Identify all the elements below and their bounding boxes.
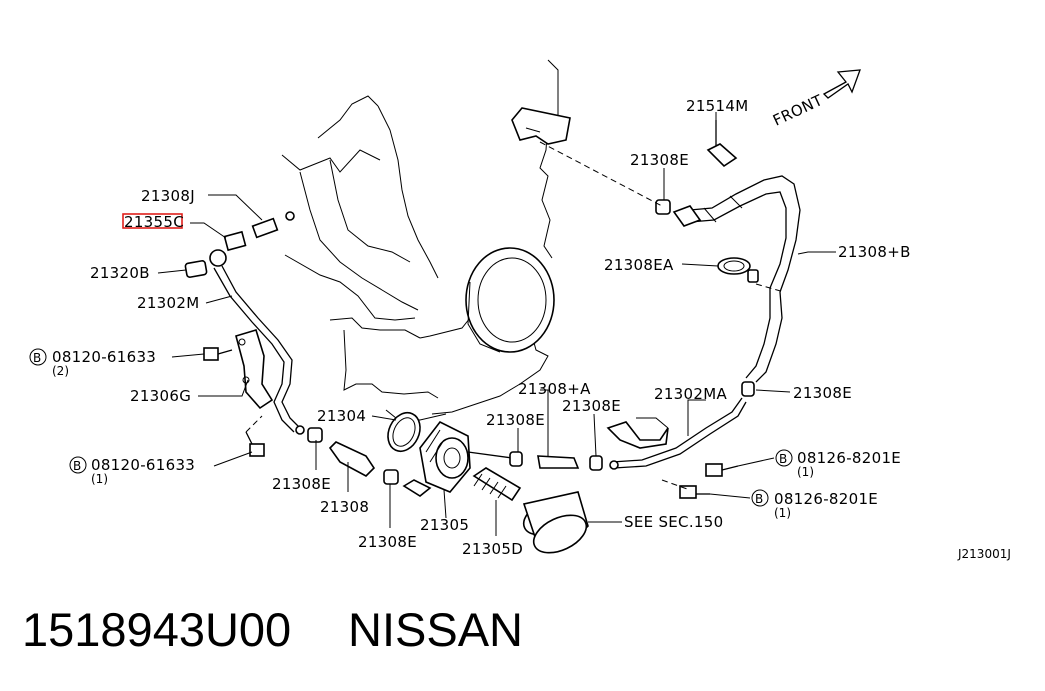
bolt-symbol-icon (69, 456, 87, 474)
label-bolt-left-bottom[interactable]: 08120-61633 (91, 456, 195, 474)
oil-cooler-21305 (419, 420, 471, 493)
caption: 1518943U00 NISSAN (22, 603, 523, 656)
bolt-symbol-letter: B (73, 459, 81, 473)
leader-lines (157, 112, 836, 536)
part-number: 1518943U00 (22, 603, 291, 656)
bolt-symbol-icon (751, 489, 769, 507)
sensor-21355C (223, 230, 247, 252)
upper-engine-bracket (511, 107, 571, 145)
bolt-symbol-letter: B (755, 492, 763, 506)
plug-21320B (184, 260, 208, 278)
leader-dash-upper (539, 141, 663, 207)
label-front: FRONT (770, 91, 826, 130)
pipe-21302MA (606, 397, 747, 470)
fitting-21308J (251, 211, 295, 239)
pipe-21302M (209, 249, 305, 435)
label-21308E-f[interactable]: 21308E (630, 151, 689, 169)
label-21308E-d[interactable]: 21308E (562, 397, 621, 415)
bracket-21306G (235, 329, 274, 410)
bolt-right-top (705, 463, 739, 477)
clamp-21308E-right (741, 381, 755, 397)
label-bolt-right-top-qty: (1) (797, 465, 814, 479)
label-bolt-right-bottom[interactable]: 08126-8201E (774, 490, 878, 508)
label-21304[interactable]: 21304 (317, 407, 366, 425)
hose-21308A (467, 451, 603, 471)
bolt-symbol-icon (775, 449, 793, 467)
diagram-code: J213001J (957, 547, 1011, 561)
label-bolt-left-top-qty: (2) (52, 364, 69, 378)
hose-21308B (672, 175, 801, 383)
label-21308[interactable]: 21308 (320, 498, 369, 516)
label-21308E-e[interactable]: 21308E (793, 384, 852, 402)
highlight-box (122, 213, 183, 229)
label-21302MA[interactable]: 21302MA (654, 385, 727, 403)
label-21308E-a[interactable]: 21308E (272, 475, 331, 493)
label-bolt-left-bottom-qty: (1) (91, 472, 108, 486)
crank-pulley (465, 247, 555, 353)
label-21302M[interactable]: 21302M (137, 294, 199, 312)
label-bolt-right-top[interactable]: 08126-8201E (797, 449, 901, 467)
label-21308EA[interactable]: 21308EA (604, 256, 674, 274)
label-see-sec[interactable]: SEE SEC.150 (624, 513, 723, 531)
label-21308E-c[interactable]: 21308E (486, 411, 545, 429)
hose-21308 (307, 427, 432, 497)
connector-21305D (472, 467, 522, 502)
label-21308A[interactable]: 21308+A (518, 380, 591, 398)
bolt-right-bottom (661, 479, 710, 499)
bolt-symbol-icon (29, 348, 47, 366)
label-21514M[interactable]: 21514M (686, 97, 748, 115)
label-bolt-right-bottom-qty: (1) (774, 506, 791, 520)
clamp-21308E-upper (655, 199, 671, 215)
bolt-symbol-letter: B (33, 351, 41, 365)
brand-name: NISSAN (348, 603, 523, 656)
bolt-upper-left (203, 347, 233, 361)
oil-filter (522, 491, 589, 554)
label-21306G[interactable]: 21306G (130, 387, 191, 405)
label-bolt-left-top[interactable]: 08120-61633 (52, 348, 156, 366)
bracket-21514M (706, 120, 738, 168)
bolt-lower-left (245, 415, 265, 457)
front-arrow-icon (822, 69, 861, 99)
label-21308B[interactable]: 21308+B (838, 243, 911, 261)
leader-dash-middle (755, 283, 785, 293)
label-21308J[interactable]: 21308J (141, 187, 195, 205)
label-21308E-b[interactable]: 21308E (358, 533, 417, 551)
gasket-21304 (387, 411, 421, 453)
label-21355C[interactable]: 21355C (124, 213, 184, 231)
label-21305[interactable]: 21305 (420, 516, 469, 534)
label-21320B[interactable]: 21320B (90, 264, 150, 282)
label-21305D[interactable]: 21305D (462, 540, 523, 558)
bolt-symbol-letter: B (779, 452, 787, 466)
clamp-21308EA (717, 257, 759, 283)
